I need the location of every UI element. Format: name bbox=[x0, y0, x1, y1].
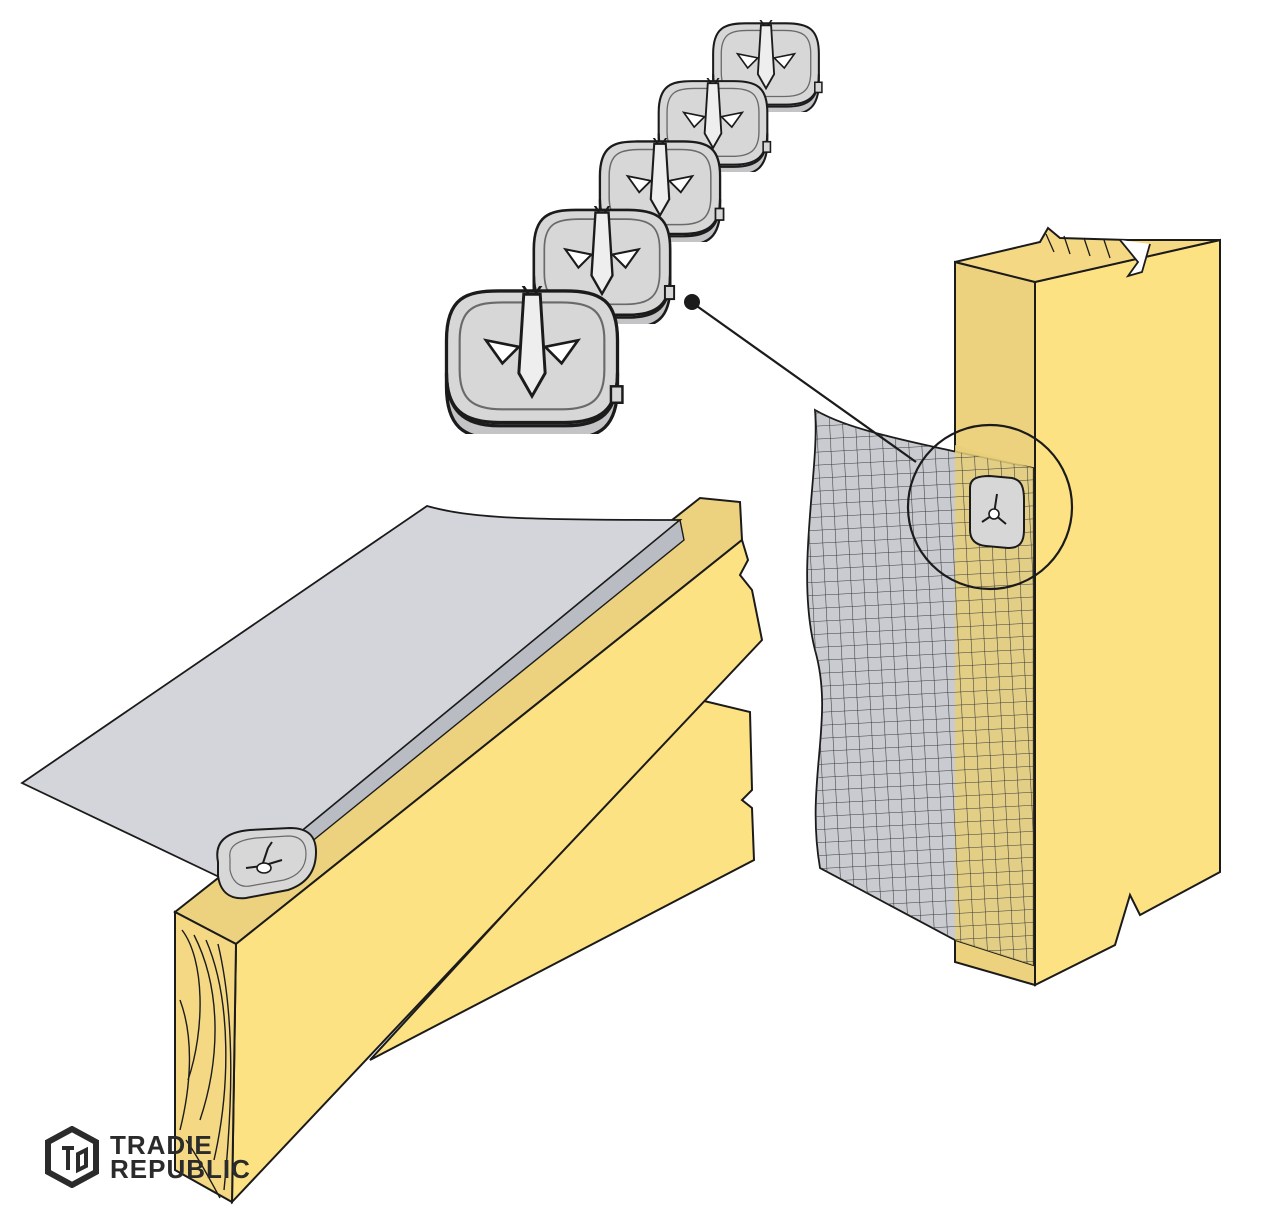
stud-fastener bbox=[969, 474, 1025, 550]
lower-rafter bbox=[369, 698, 756, 1061]
callout-leader-line bbox=[693, 303, 917, 463]
cube-logo-icon bbox=[45, 1126, 99, 1188]
logo-line-1: TRADIE bbox=[110, 1130, 213, 1160]
fastener-cap-strip bbox=[444, 20, 823, 434]
brand-logo: TRADIE REPUBLIC bbox=[44, 1124, 251, 1190]
callout-dot bbox=[684, 294, 700, 310]
rafter-fastener bbox=[216, 826, 318, 900]
underlay-membrane bbox=[20, 505, 685, 900]
callout-circle bbox=[906, 423, 1074, 591]
logo-line-2: REPUBLIC bbox=[110, 1154, 251, 1184]
